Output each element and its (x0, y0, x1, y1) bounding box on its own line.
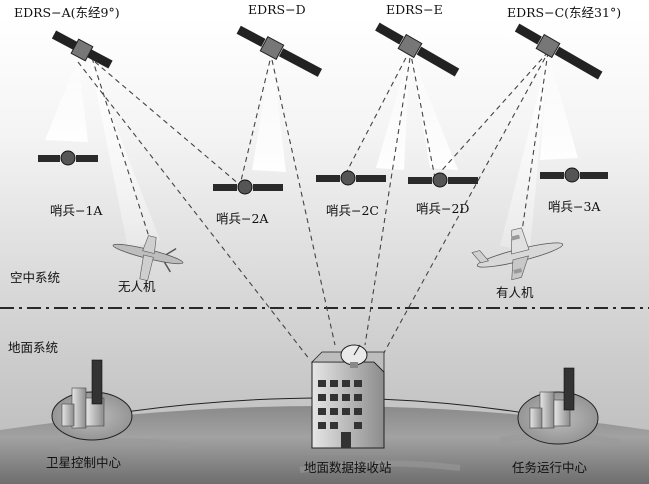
manned-aircraft-label: 有人机 (496, 285, 534, 300)
leo-satellite-sentinel-2c (316, 170, 386, 186)
sentinel-2c-label: 哨兵−2C (326, 203, 379, 218)
manned-aircraft (471, 227, 564, 281)
air-system-label: 空中系统 (10, 270, 61, 285)
geo-leo-beams (45, 50, 578, 250)
receiving-station-facility (311, 344, 385, 449)
geo-satellite-edrs-a (51, 30, 113, 69)
leo-satellite-sentinel-1a (38, 150, 98, 166)
leo-satellite-sentinel-2a (213, 179, 283, 195)
leo-satellite-sentinel-3a (540, 167, 608, 183)
sentinel-1a-label: 哨兵−1A (50, 203, 103, 218)
leo-satellite-sentinel-2d (408, 172, 478, 188)
mission-center-facility (517, 367, 599, 445)
geo-satellite-edrs-d (236, 25, 323, 77)
relay-links (77, 49, 549, 361)
sentinel-3a-label: 哨兵−3A (548, 199, 601, 214)
control-center-facility (51, 359, 133, 441)
ground-system-label: 地面系统 (8, 340, 59, 355)
mission-center-label: 任务运行中心 (512, 460, 588, 475)
sentinel-2a-label: 哨兵−2A (216, 211, 269, 226)
geo-satellite-edrs-c (514, 23, 603, 80)
control-center-label: 卫星控制中心 (46, 455, 122, 470)
sentinel-2d-label: 哨兵−2D (416, 201, 470, 216)
edrs-a-label: EDRS−A(东经9°) (14, 5, 120, 20)
geo-satellite-edrs-e (375, 22, 460, 77)
uav-label: 无人机 (118, 279, 156, 294)
uav-aircraft (112, 235, 184, 282)
edrs-c-label: EDRS−C(东经31°) (507, 5, 622, 20)
receiving-station-label: 地面数据接收站 (304, 460, 392, 475)
edrs-e-label: EDRS−E (386, 2, 443, 17)
edrs-d-label: EDRS−D (248, 2, 306, 17)
